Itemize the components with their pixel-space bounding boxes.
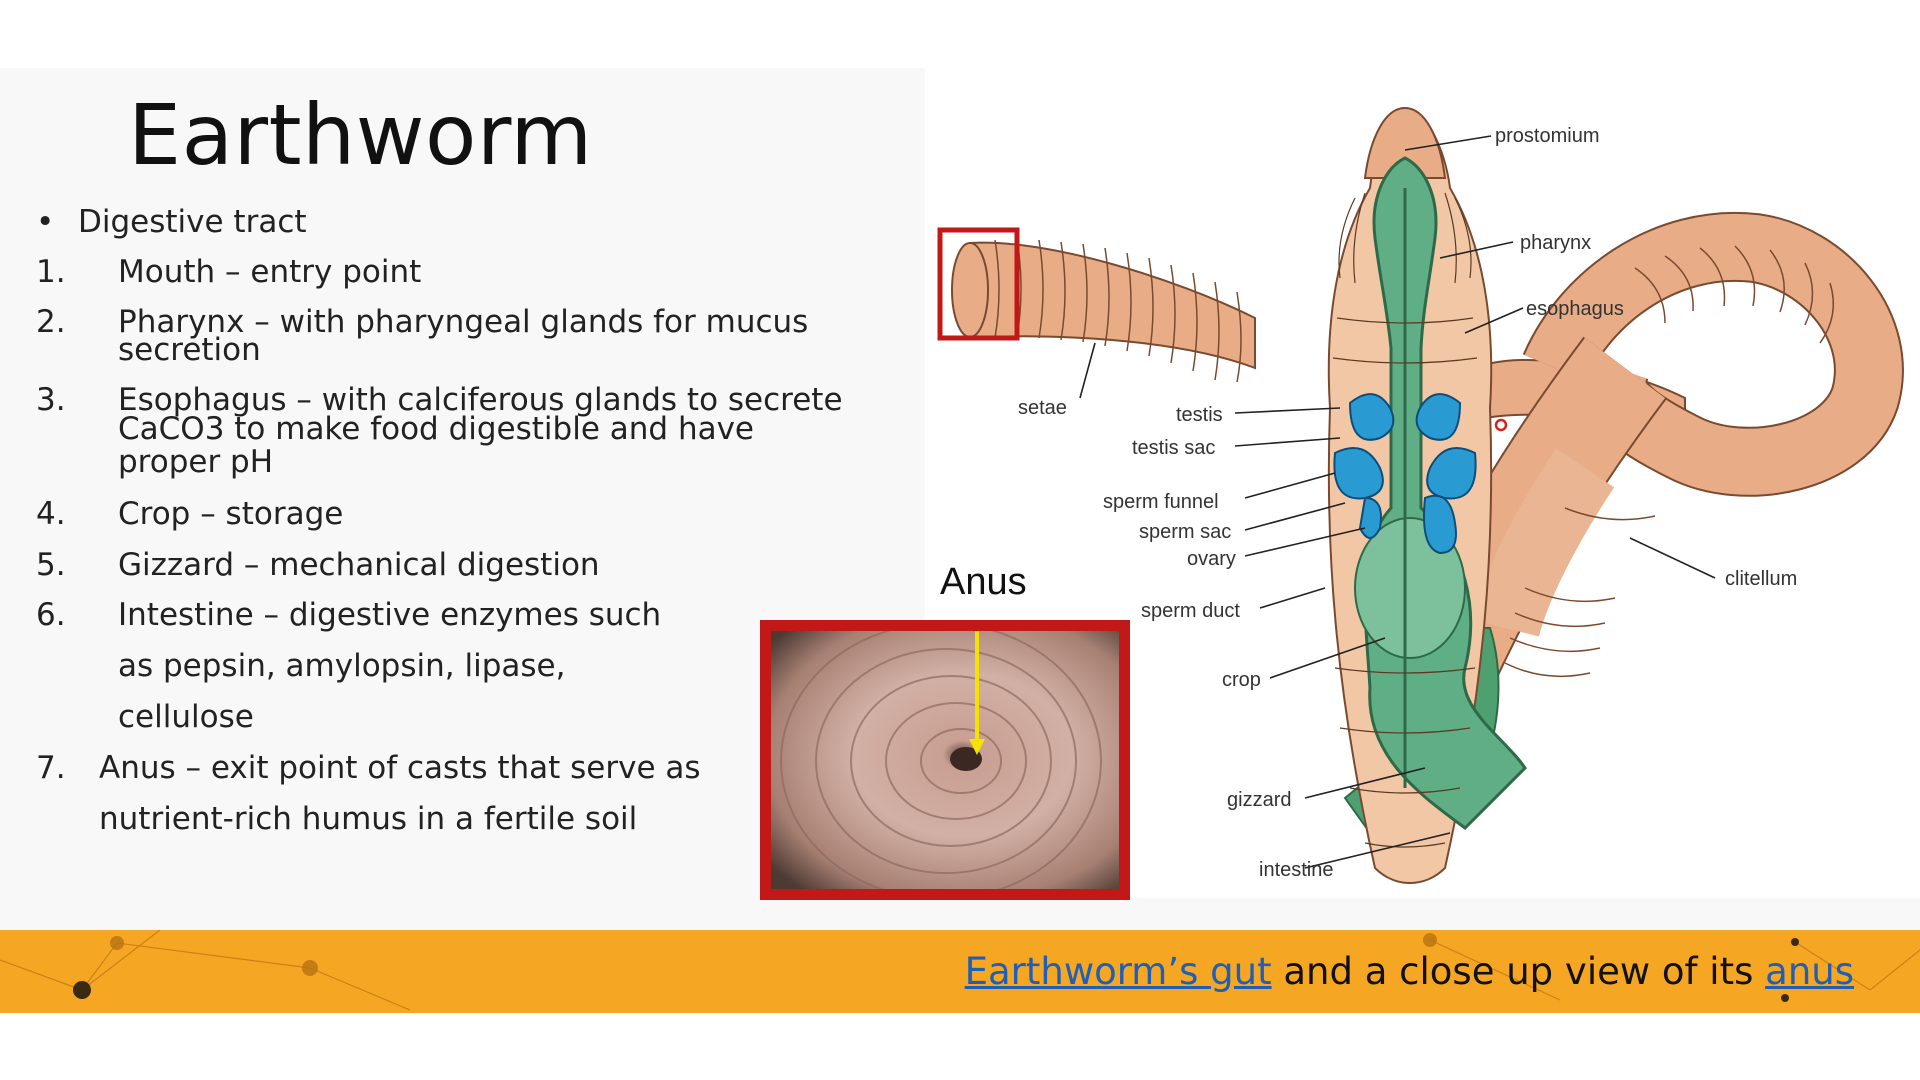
item-text: as pepsin, amylopsin, lipase, [118, 648, 565, 684]
bullet-heading: • Digestive tract [36, 204, 54, 240]
item-text: Crop – storage [118, 496, 343, 532]
item-number: 4. [36, 496, 66, 532]
item-number: 6. [36, 597, 66, 633]
earthworm-gut-link[interactable]: Earthworm’s gut [965, 950, 1272, 993]
label-intestine: intestine [1259, 859, 1334, 881]
item-text: cellulose [118, 699, 254, 735]
footer-caption: Earthworm’s gut and a close up view of i… [965, 950, 1854, 993]
label-esophagus: esophagus [1526, 298, 1624, 320]
label-testis-sac: testis sac [1132, 437, 1215, 459]
item-number: 3. [36, 382, 66, 418]
item-number: 2. [36, 304, 66, 340]
item-text: Anus – exit point of casts that serve as [99, 750, 701, 786]
label-gizzard: gizzard [1227, 789, 1291, 811]
pointer-marker [1496, 420, 1506, 430]
item-text: Gizzard – mechanical digestion [118, 547, 600, 583]
item-text: nutrient-rich humus in a fertile soil [99, 801, 637, 837]
label-ovary: ovary [1187, 548, 1236, 570]
slide-title: Earthworm [128, 86, 593, 184]
item-text: Mouth – entry point [118, 254, 421, 290]
label-prostomium: prostomium [1495, 125, 1599, 147]
label-pharynx: pharynx [1520, 232, 1591, 254]
bullet-text: Digestive tract [78, 204, 307, 240]
label-sperm-duct: sperm duct [1141, 600, 1240, 622]
label-crop: crop [1222, 669, 1261, 691]
bullet-symbol: • [36, 204, 54, 240]
caption-middle-text: and a close up view of its [1272, 950, 1766, 993]
worm-posterior-segment [952, 239, 1255, 382]
anus-photo-frame [760, 620, 1130, 900]
item-number: 1. [36, 254, 66, 290]
label-sperm-sac: sperm sac [1139, 521, 1231, 543]
item-number: 5. [36, 547, 66, 583]
photo-label: Anus [940, 561, 1027, 604]
item-text: secretion [118, 332, 261, 368]
item-number: 7. [36, 750, 66, 786]
label-sperm-funnel: sperm funnel [1103, 491, 1219, 513]
label-testis: testis [1176, 404, 1223, 426]
item-text: CaCO3 to make food digestible and have [118, 411, 754, 447]
item-text: Intestine – digestive enzymes such [118, 597, 661, 633]
item-text: proper pH [118, 444, 273, 480]
label-clitellum: clitellum [1725, 568, 1797, 590]
slide: Earthworm • Digestive tract 1. Mouth – e… [0, 68, 1920, 1013]
label-setae: setae [1018, 397, 1067, 419]
anus-closeup-photo [771, 631, 1119, 889]
anus-link[interactable]: anus [1765, 950, 1854, 993]
